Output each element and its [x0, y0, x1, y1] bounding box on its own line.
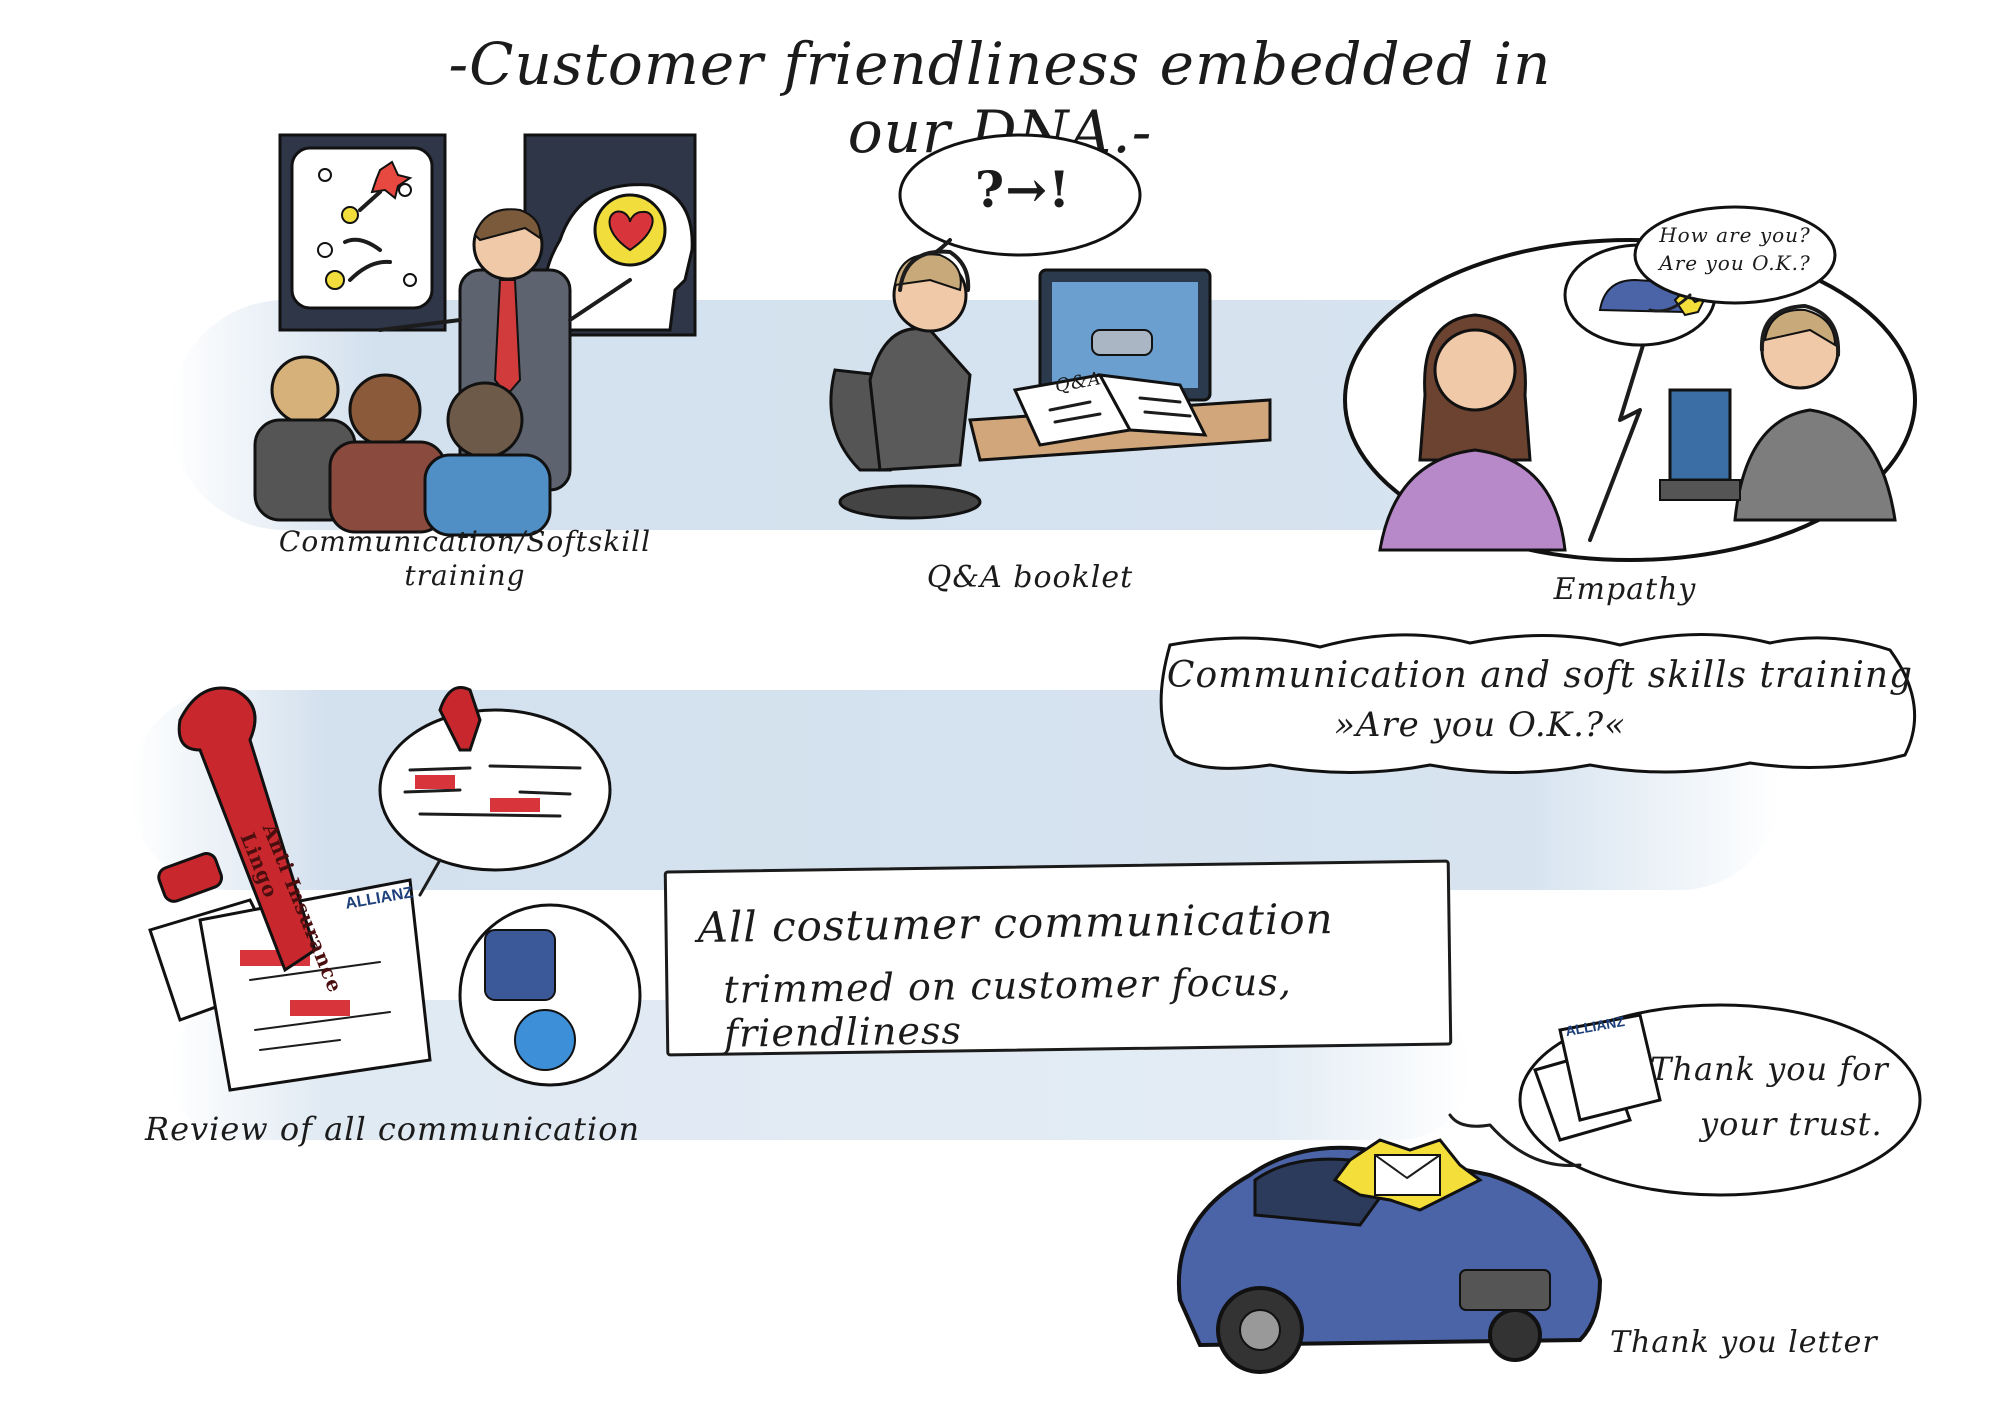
training-banner-line2: »Are you O.K.?«	[1334, 705, 1626, 745]
scene-review: Anti Insurance Lingo ALLIANZ	[140, 680, 642, 1100]
thankyou-bubble-line2: your trust.	[1700, 1105, 1883, 1143]
empathy-illustration	[1343, 238, 1917, 562]
communication-box-line1: All costumer communication	[697, 894, 1334, 953]
empathy-speech-line1: How are you?	[1659, 223, 1811, 247]
thankyou-illustration	[1176, 1003, 1922, 1374]
training-caption-line2: training	[404, 559, 526, 592]
training-banner: Communication and soft skills training »…	[1130, 625, 1940, 785]
thankyou-bubble-line1: Thank you for	[1650, 1050, 1889, 1088]
empathy-speech-bubble: How are you? Are you O.K.?	[1630, 205, 1840, 315]
training-banner-line1: Communication and soft skills training	[1166, 655, 1914, 696]
thankyou-caption: Thank you letter	[1610, 1325, 1878, 1360]
facebook-icon	[484, 929, 556, 1001]
scene-qa: ?→! Q&A	[800, 133, 1272, 520]
empathy-speech-line2: Are you O.K.?	[1659, 251, 1811, 275]
qa-caption: Q&A booklet	[926, 560, 1134, 595]
scene-empathy	[1340, 220, 1920, 562]
qa-illustration	[829, 133, 1272, 520]
training-caption-line1: Communication/Softskill	[278, 525, 652, 558]
training-illustration	[253, 133, 697, 537]
scene-thankyou: ALLIANZ Thank you for your trust.	[1160, 1000, 1940, 1390]
scene-training	[230, 130, 700, 537]
review-caption: Review of all communication	[145, 1110, 641, 1148]
twitter-bird-icon	[514, 1009, 576, 1071]
training-caption: Communication/Softskill training	[230, 525, 700, 593]
review-illustration	[148, 686, 642, 1092]
qa-bubble-symbols: ?→!	[974, 160, 1072, 219]
envelope-icon	[1374, 1154, 1441, 1196]
empathy-caption: Empathy	[1553, 572, 1697, 607]
heart-icon	[608, 210, 654, 252]
headset-icon	[898, 249, 971, 292]
